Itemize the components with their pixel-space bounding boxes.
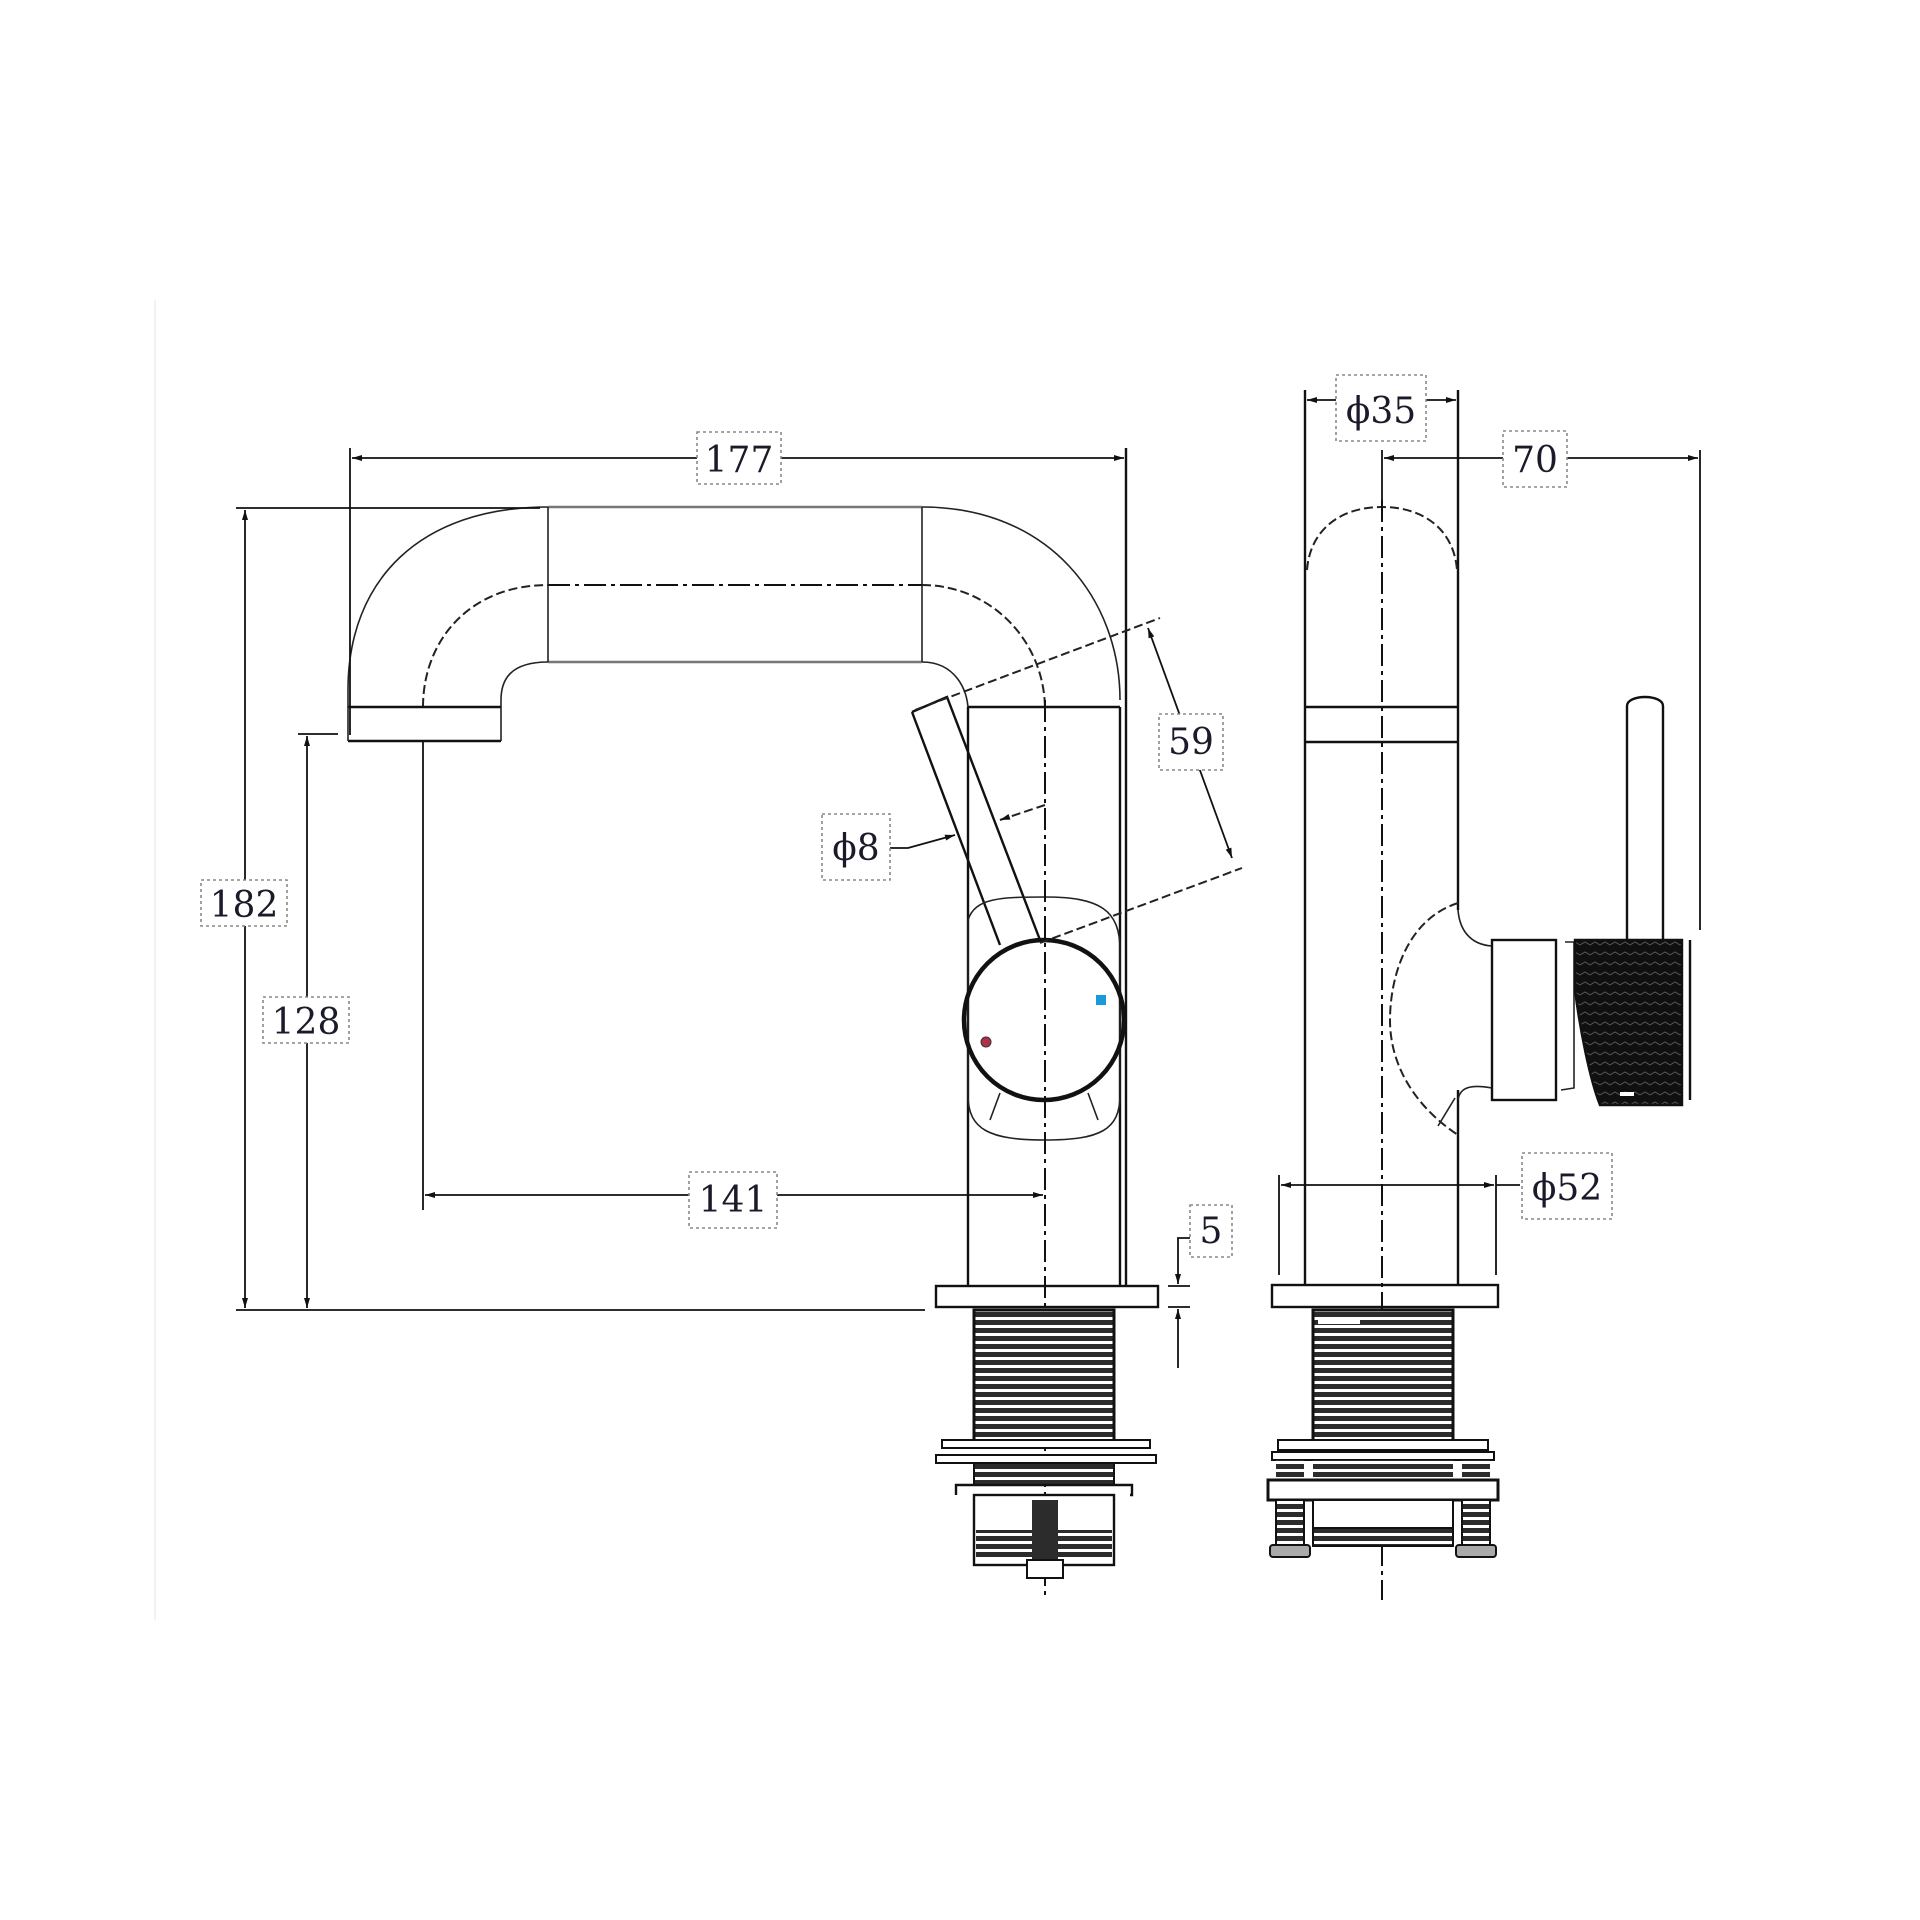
dim-label-5: 5 bbox=[1189, 1204, 1233, 1258]
side-lever bbox=[1573, 695, 1692, 1107]
spout bbox=[347, 505, 1121, 743]
svg-text:141: 141 bbox=[699, 1180, 768, 1221]
dim-label-phi52: ϕ52 bbox=[1521, 1152, 1613, 1220]
svg-text:ϕ35: ϕ35 bbox=[1346, 391, 1416, 432]
svg-text:5: 5 bbox=[1200, 1211, 1223, 1252]
dim-label-141: 141 bbox=[688, 1171, 778, 1229]
svg-text:177: 177 bbox=[705, 440, 774, 481]
threaded-shank bbox=[935, 1308, 1157, 1579]
dim-label-59: 59 bbox=[1158, 713, 1224, 771]
svg-text:ϕ8: ϕ8 bbox=[832, 828, 879, 869]
svg-text:59: 59 bbox=[1168, 722, 1214, 763]
dim-label-128: 128 bbox=[262, 996, 350, 1044]
side-valve-housing bbox=[1388, 902, 1575, 1136]
dim-label-phi35: ϕ35 bbox=[1335, 374, 1427, 442]
knurled-knob bbox=[1573, 938, 1684, 1107]
side-dimensions bbox=[1278, 397, 1701, 1275]
svg-text:ϕ52: ϕ52 bbox=[1532, 1168, 1602, 1209]
side-body bbox=[1303, 390, 1460, 1286]
flange bbox=[934, 1284, 1160, 1309]
dim-label-182: 182 bbox=[200, 879, 288, 927]
svg-text:70: 70 bbox=[1512, 440, 1558, 481]
side-threaded-shank bbox=[1266, 1308, 1500, 1558]
cold-indicator-icon bbox=[1096, 995, 1106, 1005]
hot-indicator-icon bbox=[980, 1036, 992, 1048]
lever bbox=[910, 695, 1121, 1141]
dim-label-phi8: ϕ8 bbox=[821, 813, 891, 881]
side-flange bbox=[1270, 1283, 1500, 1309]
dim-label-177: 177 bbox=[696, 431, 782, 485]
svg-text:182: 182 bbox=[210, 885, 279, 926]
front-view: 177 182 128 141 59 ϕ8 5 bbox=[200, 431, 1243, 1600]
body bbox=[966, 448, 1128, 1286]
dim-label-70: 70 bbox=[1502, 430, 1568, 488]
svg-text:128: 128 bbox=[272, 1002, 341, 1043]
side-view: ϕ35 70 ϕ52 bbox=[1266, 374, 1701, 1600]
